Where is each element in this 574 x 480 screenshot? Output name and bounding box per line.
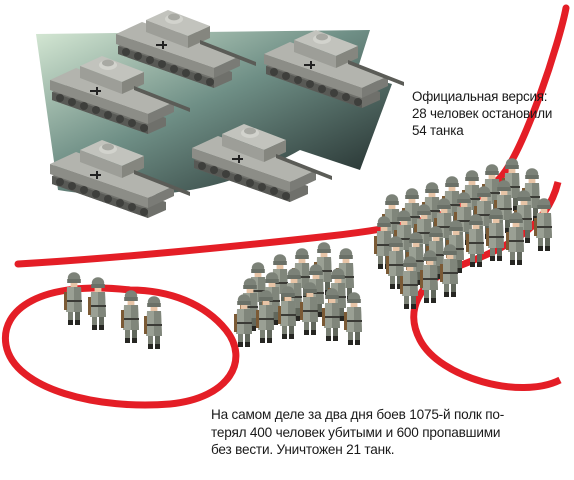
soldier-icon: [144, 296, 162, 349]
soldier-icon: [121, 290, 139, 343]
front-line-loop-left: [1, 284, 240, 409]
soldier-group-middle: [234, 242, 362, 347]
soldier-icon: [300, 282, 318, 335]
actual-version-caption: На самом деле за два дня боев 1075-й пол…: [211, 406, 504, 459]
soldier-group-right: [374, 158, 552, 309]
soldier-group-left: [64, 272, 162, 349]
actual-version-line: На самом деле за два дня боев 1075-й пол…: [211, 407, 505, 422]
official-version-caption: Официальная версия: 28 человек остановил…: [412, 88, 552, 139]
soldier-icon: [64, 272, 82, 325]
soldier-icon: [234, 294, 252, 347]
official-version-line: Официальная версия:: [412, 89, 548, 104]
actual-version-line: без вести. Уничтожен 21 танк.: [211, 442, 395, 457]
soldier-icon: [278, 286, 296, 339]
soldier-icon: [344, 292, 362, 345]
official-version-line: 54 танка: [412, 123, 464, 138]
official-version-line: 28 человек остановили: [412, 106, 553, 121]
actual-version-line: терял 400 человек убитыми и 600 пропавши…: [211, 424, 501, 440]
soldier-icon: [322, 288, 340, 341]
